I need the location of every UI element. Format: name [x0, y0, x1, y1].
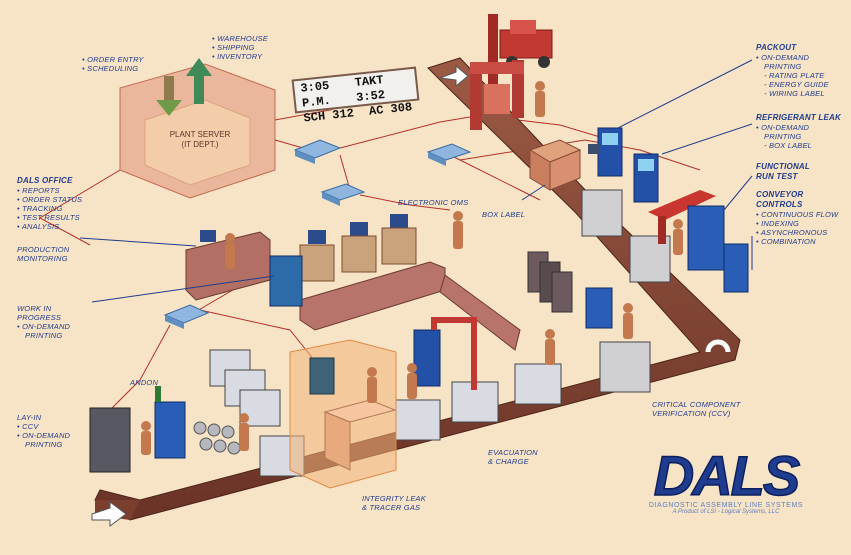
- warehouse-label: • WAREHOUSE • SHIPPING • INVENTORY: [212, 34, 268, 61]
- appliance-units: [581, 189, 671, 393]
- test-booths: [209, 349, 562, 477]
- dals-logo: DALS DIAGNOSTIC ASSEMBLY LINE SYSTEMS A …: [637, 444, 815, 515]
- network-switch-icon: [163, 304, 210, 329]
- up-arrow-icon: [186, 58, 212, 104]
- integrity-leak-enclosure: [289, 339, 397, 489]
- logo-credit: A Product of LSI - Logical Systems, LLC: [672, 509, 780, 515]
- network-switch-icon: [320, 183, 366, 206]
- lay-in-kiosk: [154, 401, 186, 459]
- conveyor-control-cabinet: [723, 243, 749, 293]
- run-test-cabinet: [687, 205, 725, 271]
- logo-wordmark: DALS: [653, 444, 801, 507]
- open-box: [528, 139, 582, 191]
- andon-light-icon: [155, 386, 161, 402]
- network-switch-icon: [426, 143, 472, 166]
- down-arrow-icon: [156, 76, 182, 116]
- conveyor-controls-label: CONVEYOR CONTROLS • CONTINUOUS FLOW • IN…: [756, 190, 839, 246]
- refrigerant-leak-label: REFRIGERANT LEAK • ON-DEMAND PRINTING - …: [756, 113, 841, 150]
- worker-figures: [141, 81, 683, 455]
- logo-tagline: DIAGNOSTIC ASSEMBLY LINE SYSTEMS: [648, 502, 804, 509]
- electronic-oms-label: ELECTRONIC OMS: [398, 198, 469, 207]
- work-in-progress-label: WORK IN PROGRESS • ON-DEMAND PRINTING: [17, 304, 71, 340]
- lay-in-label: LAY-IN • CCV • ON-DEMAND PRINTING: [17, 413, 71, 449]
- evacuation-label: EVACUATION & CHARGE: [488, 448, 538, 466]
- callout-lines: [79, 59, 753, 303]
- compressor-parts: [193, 421, 241, 455]
- order-entry-item: • ORDER ENTRY: [82, 55, 144, 64]
- loading-arch: [470, 60, 524, 130]
- inventory-item: INVENTORY: [217, 52, 263, 61]
- plant-server-box: [144, 99, 251, 186]
- robot-arm: [648, 190, 716, 244]
- return-arrow-icon: [705, 339, 731, 353]
- integrity-leak-label: INTEGRITY LEAK & TRACER GAS: [362, 494, 426, 512]
- ccv-label: CRITICAL COMPONENT VERIFICATION (CCV): [652, 400, 741, 418]
- packout-station: [588, 127, 659, 203]
- packout-label: PACKOUT • ON-DEMAND PRINTING - RATING PL…: [756, 43, 829, 98]
- conveyor-arrow-icon: [439, 64, 469, 88]
- functional-run-test-label: FUNCTIONAL RUN TEST: [756, 162, 810, 181]
- scheduling-item: • SCHEDULING: [82, 64, 139, 73]
- shipping-item: SHIPPING: [217, 43, 255, 52]
- warehouse-item: WAREHOUSE: [217, 34, 268, 43]
- charge-arch: [431, 317, 477, 390]
- order-entry-label: • ORDER ENTRY • SCHEDULING: [82, 55, 144, 73]
- lay-in-rack: [89, 407, 131, 473]
- plant-server-label: PLANT SERVER (IT DEPT.): [169, 130, 231, 149]
- dals-office-label: DALS OFFICE • REPORTS • ORDER STATUS • T…: [17, 176, 83, 231]
- return-conveyor: [439, 274, 521, 351]
- door-panels: [527, 251, 573, 313]
- andon-label: ANDON: [130, 378, 159, 387]
- box-label-label: BOX LABEL: [482, 210, 526, 219]
- production-monitoring-label: PRODUCTION MONITORING: [17, 245, 70, 263]
- evacuation-kiosk: [413, 329, 441, 387]
- dals-office-title: DALS OFFICE: [17, 176, 73, 185]
- ccv-kiosk: [585, 287, 613, 329]
- network-switch-icon: [293, 139, 342, 164]
- entry-arrow-icon: [91, 501, 127, 527]
